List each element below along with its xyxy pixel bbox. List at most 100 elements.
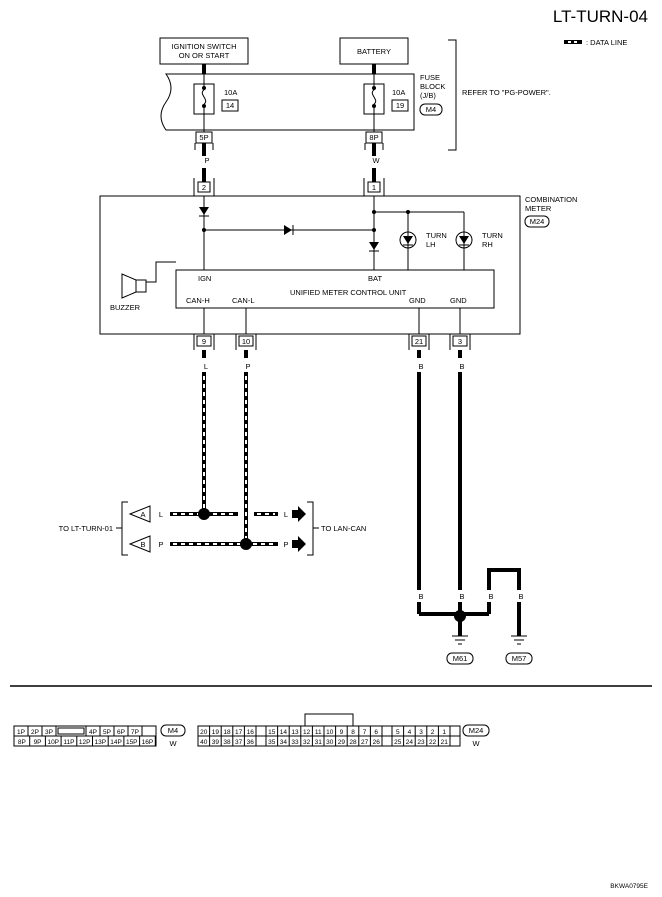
wire-color-p: P: [245, 362, 250, 371]
svg-text:1: 1: [372, 183, 376, 192]
can-h-wire: L: [202, 350, 208, 514]
m24-id: M24: [469, 726, 484, 735]
connector-b: B: [140, 540, 145, 549]
meter-internal-wiring: TURN LH TURN RH: [199, 196, 503, 270]
pin-label: 11P: [63, 739, 74, 746]
can-h-terminal: CAN-H: [186, 296, 210, 305]
ign-terminal: IGN: [198, 274, 211, 283]
can-right-l: L: [284, 510, 288, 519]
can-right-p: P: [283, 540, 288, 549]
pin-label: 25: [394, 739, 402, 746]
svg-text:21: 21: [415, 337, 423, 346]
pin-label: 16: [247, 729, 255, 736]
ground-wire-b-1: B: [418, 592, 423, 601]
legend-data-line: : DATA LINE: [564, 38, 627, 47]
pin-label: 10: [326, 729, 334, 736]
meter-pin-21: 21: [408, 308, 430, 350]
turn-rh-label-1: TURN: [482, 231, 503, 240]
meter-pin-1: 1: [363, 178, 385, 196]
to-lan-can: TO LAN-CAN: [321, 524, 366, 533]
pin-label: 27: [361, 739, 369, 746]
pin-label: 15: [268, 729, 276, 736]
pin-label: 2P: [31, 729, 39, 736]
to-lt-turn-01: TO LT-TURN-01: [59, 524, 113, 533]
ground-wire-b-2: B: [459, 592, 464, 601]
fuse-14-amp: 10A: [224, 88, 237, 97]
turn-rh-label-2: RH: [482, 240, 493, 249]
meter-label-1: COMBINATION: [525, 195, 577, 204]
pin-label: 7: [363, 729, 367, 736]
turn-lh-label-1: TURN: [426, 231, 447, 240]
pin-label: 8P: [18, 739, 26, 746]
fuse-19: 10A 19 8P W: [363, 64, 409, 165]
wire-color-p-fuse: P: [204, 156, 209, 165]
pin-label: 8: [351, 729, 355, 736]
legend-label: : DATA LINE: [586, 38, 627, 47]
pin-label: 4P: [89, 729, 97, 736]
pin-label: 32: [303, 739, 311, 746]
can-bus: TO LT-TURN-01 TO LAN-CAN A L L B P P: [59, 501, 366, 556]
gnd-terminal-2: GND: [450, 296, 467, 305]
pin-label: 19: [212, 729, 220, 736]
ground-wire-b-4: B: [518, 592, 523, 601]
pin-label: 31: [315, 739, 323, 746]
pin-label: 30: [326, 739, 334, 746]
svg-text:10: 10: [242, 337, 250, 346]
wire-color-b-3: B: [459, 362, 464, 371]
pin-label: 12P: [79, 739, 91, 746]
can-l-wire: P: [244, 350, 251, 544]
pin-label: 21: [441, 739, 449, 746]
unified-meter-control-unit: IGN BAT UNIFIED METER CONTROL UNIT CAN-H…: [175, 269, 495, 309]
ground-wire-b-3: B: [488, 592, 493, 601]
pin-label: 37: [235, 739, 243, 746]
pin-label: 5P: [103, 729, 111, 736]
buzzer-label: BUZZER: [110, 303, 141, 312]
meter-connector: M24: [530, 217, 545, 226]
battery-label: BATTERY: [357, 47, 391, 56]
pin-label: 14P: [110, 739, 122, 746]
meter-pin-2: 2: [193, 178, 215, 196]
can-left-l: L: [159, 510, 163, 519]
pin-label: 38: [223, 739, 231, 746]
ground-m57: M57: [512, 654, 527, 663]
pin-label: 22: [429, 739, 437, 746]
pin-label: 4: [408, 729, 412, 736]
pin-label: 34: [280, 739, 288, 746]
ground-wire-3: B: [458, 350, 465, 590]
meter-pin-10: 10: [235, 308, 257, 350]
ignition-label-2: ON OR START: [179, 51, 230, 60]
pin-label: 18: [223, 729, 231, 736]
pin-label: 15P: [126, 739, 138, 746]
pin-label: 7P: [131, 729, 139, 736]
pin-label: 17: [235, 729, 243, 736]
m24-color: W: [472, 739, 480, 748]
ignition-label-1: IGNITION SWITCH: [172, 42, 237, 51]
pin-label: 26: [373, 739, 381, 746]
fuse-block-connector: M4: [426, 105, 436, 114]
can-l-terminal: CAN-L: [232, 296, 255, 305]
pin-label: 10P: [47, 739, 59, 746]
fuse-19-amp: 10A: [392, 88, 405, 97]
ground-section: B B B B M61 M57: [417, 568, 533, 665]
ground-m61: M61: [453, 654, 468, 663]
pin-label: 3: [419, 729, 423, 736]
m4-color: W: [169, 739, 177, 748]
gnd-terminal-1: GND: [409, 296, 426, 305]
pin-label: 24: [406, 739, 414, 746]
wire-color-l: L: [204, 362, 208, 371]
pin-label: 39: [212, 739, 220, 746]
pin-label: 13P: [95, 739, 107, 746]
meter-label-2: METER: [525, 204, 552, 213]
pin-label: 23: [417, 739, 425, 746]
ignition-switch-box: IGNITION SWITCH ON OR START: [159, 37, 249, 65]
pin-label: 12: [303, 729, 311, 736]
wire-color-w-fuse: W: [372, 156, 380, 165]
control-unit-label: UNIFIED METER CONTROL UNIT: [290, 288, 407, 297]
fuse-14-num: 14: [226, 101, 234, 110]
meter-pin-9: 9: [193, 308, 215, 350]
svg-text:9: 9: [202, 337, 206, 346]
pin-label: 9P: [34, 739, 42, 746]
